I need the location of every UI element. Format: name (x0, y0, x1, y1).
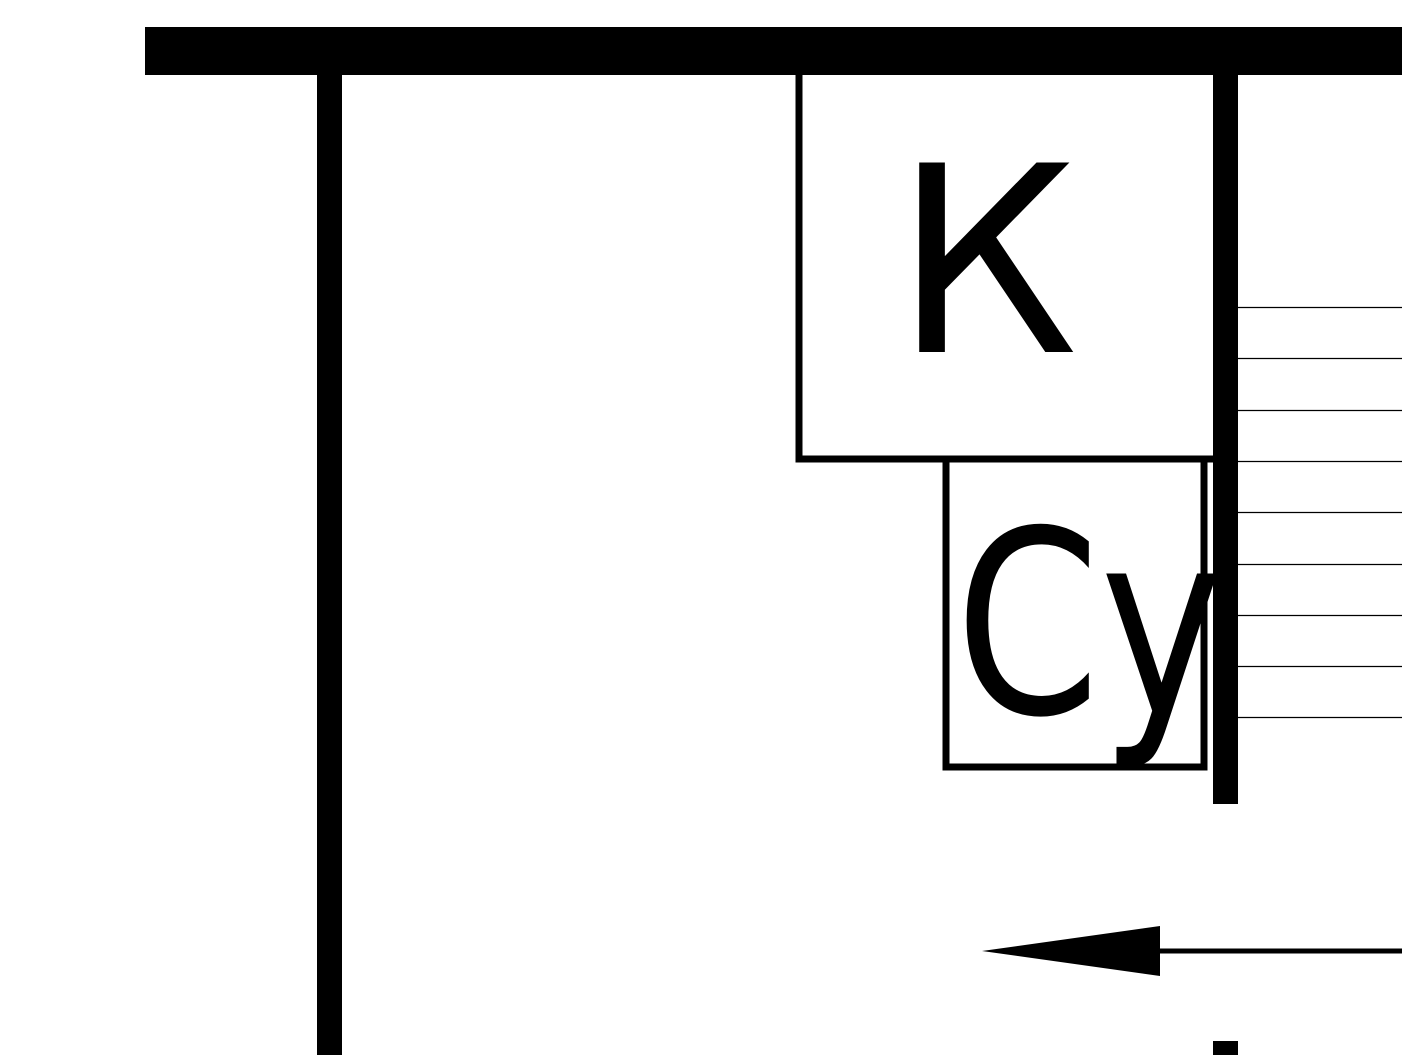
left-wall (317, 75, 342, 1055)
direction-arrow (982, 926, 1402, 976)
stair-treads (1238, 306, 1402, 719)
bathroom-room: Су (942, 455, 1223, 774)
bathroom-outline (942, 455, 1208, 771)
wall-stub (1213, 1041, 1238, 1055)
kitchen-room: К (795, 75, 1213, 463)
stair-wall (1213, 75, 1238, 804)
top-wall (145, 27, 1402, 75)
arrow-head (982, 926, 1160, 976)
bathroom-label: Су (955, 477, 1223, 774)
kitchen-label: К (894, 112, 1079, 414)
